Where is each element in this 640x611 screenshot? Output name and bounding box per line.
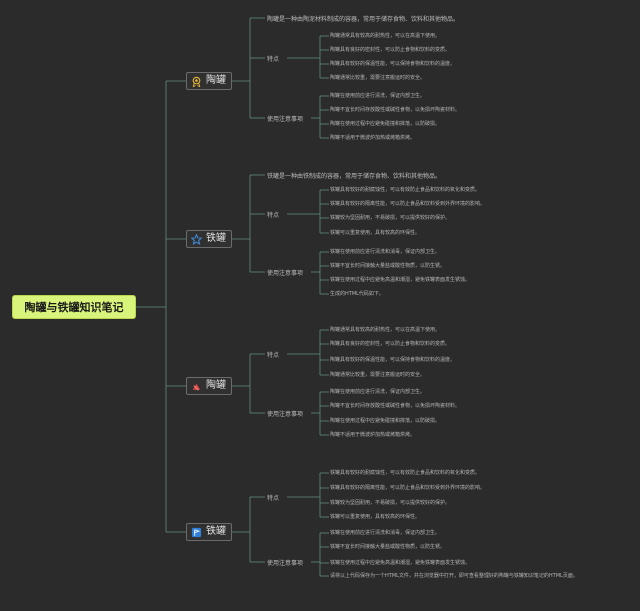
leaf-item: 铁罐可以重复使用，具有较高的环保性。 bbox=[330, 230, 421, 236]
leaf-item: 陶罐通常具有较高的耐热性，可以在高温下使用。 bbox=[330, 33, 441, 39]
group-label[interactable]: 使用注意事项 bbox=[267, 411, 304, 418]
leaf-item: 陶罐不适用于微波炉加热或烤箱烘烤。 bbox=[330, 135, 416, 141]
leaf-item: 铁罐在使用过程中应避免高温和潮湿，避免铁罐表面发生锈蚀。 bbox=[330, 560, 471, 566]
leaf-item: 陶罐具有良好的密封性，可以防止食物和饮料的变质。 bbox=[330, 47, 451, 53]
leaf-item: 铁罐在使用过程中应避免高温和潮湿，避免铁罐表面发生锈蚀。 bbox=[330, 277, 471, 283]
leaf-item: 陶罐不宜长时间存放酸性或碱性食物，以免损坏陶瓷材料。 bbox=[330, 107, 461, 113]
branch-intro: 铁罐是一种由铁制成的容器，常用于储存食物、饮料和其他物品。 bbox=[267, 173, 442, 180]
branch-node-2[interactable]: 陶罐 bbox=[186, 377, 232, 395]
leaf-item: 生成的HTML代码如下。 bbox=[330, 291, 384, 297]
leaf-item: 铁罐在使用前应进行清洗和消毒，保证内部卫生。 bbox=[330, 249, 441, 255]
branch-node-0[interactable]: 陶罐 bbox=[186, 72, 232, 90]
branch-intro: 陶罐是一种由陶泥材料制成的容器，常用于储存食物、饮料和其他物品。 bbox=[267, 16, 460, 23]
group-label[interactable]: 特点 bbox=[267, 212, 280, 219]
leaf-item: 陶罐在使用前应进行清洗，保证内部卫生。 bbox=[330, 389, 426, 395]
leaf-item: 请将以上代码保存为一个HTML文件，并在浏览器中打开，即可查看整理好的陶罐与铁罐… bbox=[330, 573, 578, 579]
leaf-item: 陶罐通常具有较高的耐热性，可以在高温下使用。 bbox=[330, 327, 441, 333]
medal-icon bbox=[191, 76, 202, 87]
leaf-item: 铁罐具有较好的耐腐蚀性，可以有效防止食品和饮料的氧化和变质。 bbox=[330, 470, 481, 476]
group-label[interactable]: 特点 bbox=[267, 56, 280, 63]
branch-label: 铁罐 bbox=[206, 233, 226, 244]
leaf-item: 陶罐具有较好的保温性能，可以保持食物和饮料的温度。 bbox=[330, 61, 456, 67]
leaf-item: 铁罐较为坚固耐用，不易破损，可以提供较好的保护。 bbox=[330, 215, 451, 221]
leaf-item: 铁罐具有较好的隔离性能，可以防止食品和饮料受到外界环境的影响。 bbox=[330, 201, 486, 207]
group-label[interactable]: 特点 bbox=[267, 352, 280, 359]
group-label[interactable]: 特点 bbox=[267, 495, 280, 502]
leaf-item: 铁罐较为坚固耐用，不易破损，可以提供较好的保护。 bbox=[330, 500, 451, 506]
root-node[interactable]: 陶罐与铁罐知识笔记 bbox=[12, 295, 136, 319]
leaf-item: 铁罐具有较好的耐腐蚀性，可以有效防止食品和饮料的氧化和变质。 bbox=[330, 187, 481, 193]
leaf-item: 陶罐具有良好的密封性，可以防止食物和饮料的变质。 bbox=[330, 341, 451, 347]
group-label[interactable]: 使用注意事项 bbox=[267, 116, 304, 123]
group-label[interactable]: 使用注意事项 bbox=[267, 270, 304, 277]
branch-label: 铁罐 bbox=[206, 526, 226, 537]
leaf-item: 陶罐在使用前应进行清洗，保证内部卫生。 bbox=[330, 93, 426, 99]
leaf-item: 陶罐具有较好的保温性能，可以保持食物和饮料的温度。 bbox=[330, 357, 456, 363]
leaf-item: 陶罐在使用过程中应避免碰撞和摔落，以防破损。 bbox=[330, 121, 441, 127]
group-label[interactable]: 使用注意事项 bbox=[267, 560, 304, 567]
leaf-item: 铁罐可以重复使用，具有较高的环保性。 bbox=[330, 514, 421, 520]
leaf-item: 陶罐不宜长时间存放酸性或碱性食物，以免损坏陶瓷材料。 bbox=[330, 403, 461, 409]
leaf-item: 陶罐不适用于微波炉加热或烤箱烘烤。 bbox=[330, 432, 416, 438]
branch-label: 陶罐 bbox=[206, 380, 226, 391]
leaf-item: 铁罐不宜长时间接触大量盐或酸性物质，以防生锈。 bbox=[330, 544, 446, 550]
star-icon bbox=[190, 232, 203, 245]
leaf-item: 铁罐在使用前应进行清洗和消毒，保证内部卫生。 bbox=[330, 530, 441, 536]
branch-node-3[interactable]: 铁罐 bbox=[186, 523, 232, 541]
leaf-item: 铁罐具有较好的隔离性能，可以防止食品和饮料受到外界环境的影响。 bbox=[330, 485, 486, 491]
flag-icon bbox=[191, 527, 202, 538]
leaf-item: 陶罐通常比较重，需要注意搬运时的安全。 bbox=[330, 372, 426, 378]
leaf-item: 陶罐通常比较重，需要注意搬运时的安全。 bbox=[330, 75, 426, 81]
pottery-icon bbox=[191, 381, 202, 392]
leaf-item: 陶罐在使用过程中应避免碰撞和摔落，以防破损。 bbox=[330, 418, 441, 424]
branch-label: 陶罐 bbox=[206, 75, 226, 86]
leaf-item: 铁罐不宜长时间接触大量盐或酸性物质，以防生锈。 bbox=[330, 263, 446, 269]
branch-node-1[interactable]: 铁罐 bbox=[186, 230, 232, 248]
